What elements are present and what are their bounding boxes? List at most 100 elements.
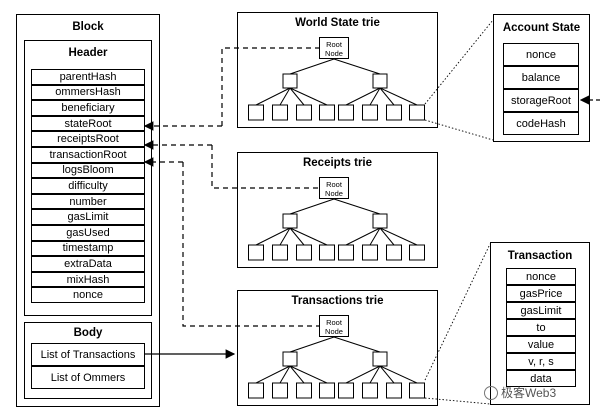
receipts-trie-branch-node: [372, 213, 388, 229]
transactions-trie-branch-node: [282, 351, 298, 367]
header-field-ommershash: ommersHash: [31, 84, 145, 101]
receipts-trie-edge: [255, 227, 291, 246]
world-state-trie-box: [237, 12, 438, 128]
transaction-field-gasprice: gasPrice: [506, 285, 576, 302]
world-state-trie-edge: [289, 58, 335, 75]
transaction-field-gaslimit: gasLimit: [506, 302, 576, 319]
world-state-trie-edge: [289, 87, 328, 106]
receipts-trie-edge: [345, 227, 381, 246]
transactions-trie-leaf-node: [272, 382, 288, 399]
header-field-receiptsroot: receiptsRoot: [31, 131, 145, 147]
world-state-trie-title: World State trie: [295, 17, 380, 29]
receipts-trie-edge: [279, 227, 291, 246]
header-field-nonce: nonce: [31, 287, 145, 303]
receiptsroot-link: [211, 145, 319, 189]
receipts-trie-leaf-node: [362, 244, 378, 261]
transactions-trie-edge: [379, 365, 418, 384]
transaction-field-nonce: nonce: [506, 268, 576, 285]
transactions-trie-leaf-node: [296, 382, 312, 399]
receipts-root-node: Root Node: [319, 177, 349, 199]
transactions-trie-edge: [379, 365, 395, 384]
header-field-transactionroot: transactionRoot: [31, 147, 145, 163]
header-field-logsbloom: logsBloom: [31, 162, 145, 179]
receipts-trie-leaf-node: [338, 244, 354, 261]
receipts-trie-edge: [289, 227, 328, 246]
world-state-trie-leaf-node: [272, 104, 288, 121]
world-state-trie-edge: [333, 58, 381, 75]
world-state-trie-edge: [369, 87, 381, 106]
account-field-balance: balance: [503, 66, 579, 89]
transactions-trie-leaf-node: [362, 382, 378, 399]
body-title: Body: [73, 327, 103, 339]
header-field-gaslimit: gasLimit: [31, 209, 145, 225]
world-state-trie-edge: [379, 87, 395, 106]
watermark-text: 极客Web3: [501, 386, 557, 400]
transactions-trie-edge: [255, 365, 291, 384]
world-state-trie-leaf-node: [319, 104, 335, 121]
receipts-trie-title: Receipts trie: [302, 157, 373, 169]
receipts-trie-branch-node: [282, 213, 298, 229]
transactions-trie-leaf-node: [319, 382, 335, 399]
receipts-trie-leaf-node: [319, 244, 335, 261]
transaction-field-value: value: [506, 336, 576, 353]
account-state-zoom-bottom: [424, 119, 494, 141]
receipts-trie-edge: [379, 227, 395, 246]
receipts-trie-edge: [289, 198, 335, 215]
transactions-trie-leaf-node: [386, 382, 402, 399]
receipts-trie-edge: [379, 227, 418, 246]
block-title: Block: [72, 21, 104, 33]
watermark: 极客Web3: [484, 384, 556, 401]
transactions-root-node: Root Node: [319, 315, 349, 337]
header-field-timestamp: timestamp: [31, 240, 145, 257]
receipts-trie-box: [237, 152, 438, 268]
world-state-trie-branch-node: [372, 73, 388, 89]
account-field-nonce: nonce: [503, 43, 579, 66]
trie-nodes: [248, 58, 425, 399]
world-state-trie-edge: [255, 87, 291, 106]
world-state-trie-edge: [379, 87, 418, 106]
transactions-trie-edge: [333, 336, 381, 353]
transactions-trie-leaf-node: [338, 382, 354, 399]
account-state-title: Account State: [502, 22, 581, 34]
header-field-parenthash: parentHash: [31, 69, 145, 85]
receipts-trie-edge: [289, 227, 305, 246]
world-state-trie-branch-node: [282, 73, 298, 89]
transactions-trie-edge: [289, 365, 328, 384]
header-field-gasused: gasUsed: [31, 225, 145, 241]
transactions-trie-leaf-node: [409, 382, 425, 399]
transaction-zoom-bottom: [424, 397, 491, 405]
receipts-trie-edge: [369, 227, 381, 246]
transactions-trie-edge: [289, 365, 305, 384]
world-state-trie-leaf-node: [248, 104, 264, 121]
header-field-mixhash: mixHash: [31, 271, 145, 288]
receipts-trie-edge: [333, 198, 381, 215]
transactions-trie-edge: [369, 365, 381, 384]
wechat-icon: [484, 385, 498, 400]
transactionroot-link: [182, 162, 319, 327]
transactions-trie-edge: [289, 336, 335, 353]
transaction-zoom-top: [424, 243, 491, 381]
account-field-codehash: codeHash: [503, 112, 579, 135]
header-field-number: number: [31, 193, 145, 210]
world-state-trie-leaf-node: [409, 104, 425, 121]
header-title: Header: [68, 47, 108, 59]
world-state-trie-leaf-node: [296, 104, 312, 121]
transactions-trie-branch-node: [372, 351, 388, 367]
transactions-trie-edge: [279, 365, 291, 384]
world-state-root-node: Root Node: [319, 37, 349, 59]
body-field-list-of-ommers: List of Ommers: [31, 366, 145, 389]
receipts-trie-leaf-node: [272, 244, 288, 261]
transactions-trie-edge: [345, 365, 381, 384]
world-state-trie-edge: [345, 87, 381, 106]
account-field-storageroot: storageRoot: [503, 89, 579, 112]
header-field-beneficiary: beneficiary: [31, 100, 145, 116]
transactions-trie-leaf-node: [248, 382, 264, 399]
header-field-extradata: extraData: [31, 256, 145, 272]
world-state-trie-leaf-node: [362, 104, 378, 121]
transactions-trie-title: Transactions trie: [291, 295, 384, 307]
transaction-field-vrs: v, r, s: [506, 353, 576, 370]
world-state-trie-leaf-node: [386, 104, 402, 121]
receipts-trie-leaf-node: [386, 244, 402, 261]
world-state-trie-edge: [289, 87, 305, 106]
